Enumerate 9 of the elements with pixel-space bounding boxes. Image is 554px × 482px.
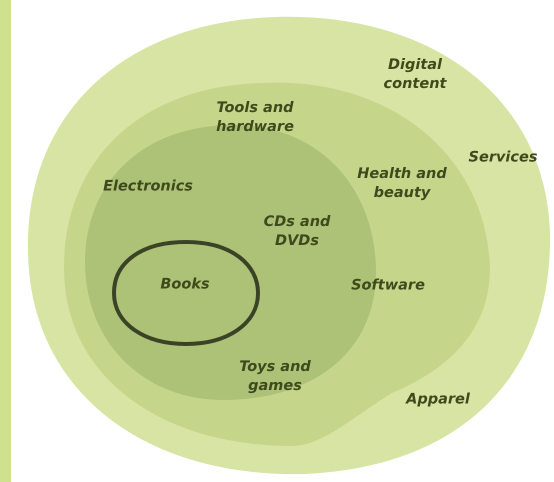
region-label: Health and beauty: [357, 165, 447, 203]
region-label: CDs and DVDs: [262, 213, 332, 251]
region-label: Digital content: [382, 56, 448, 94]
region-label: Apparel: [406, 390, 470, 410]
region-label: Electronics: [103, 178, 193, 196]
region-label: Tools and hardware: [215, 99, 295, 137]
region-label: Toys and games: [238, 358, 312, 396]
region-label: Books: [160, 276, 210, 294]
region-label: Software: [351, 276, 425, 296]
